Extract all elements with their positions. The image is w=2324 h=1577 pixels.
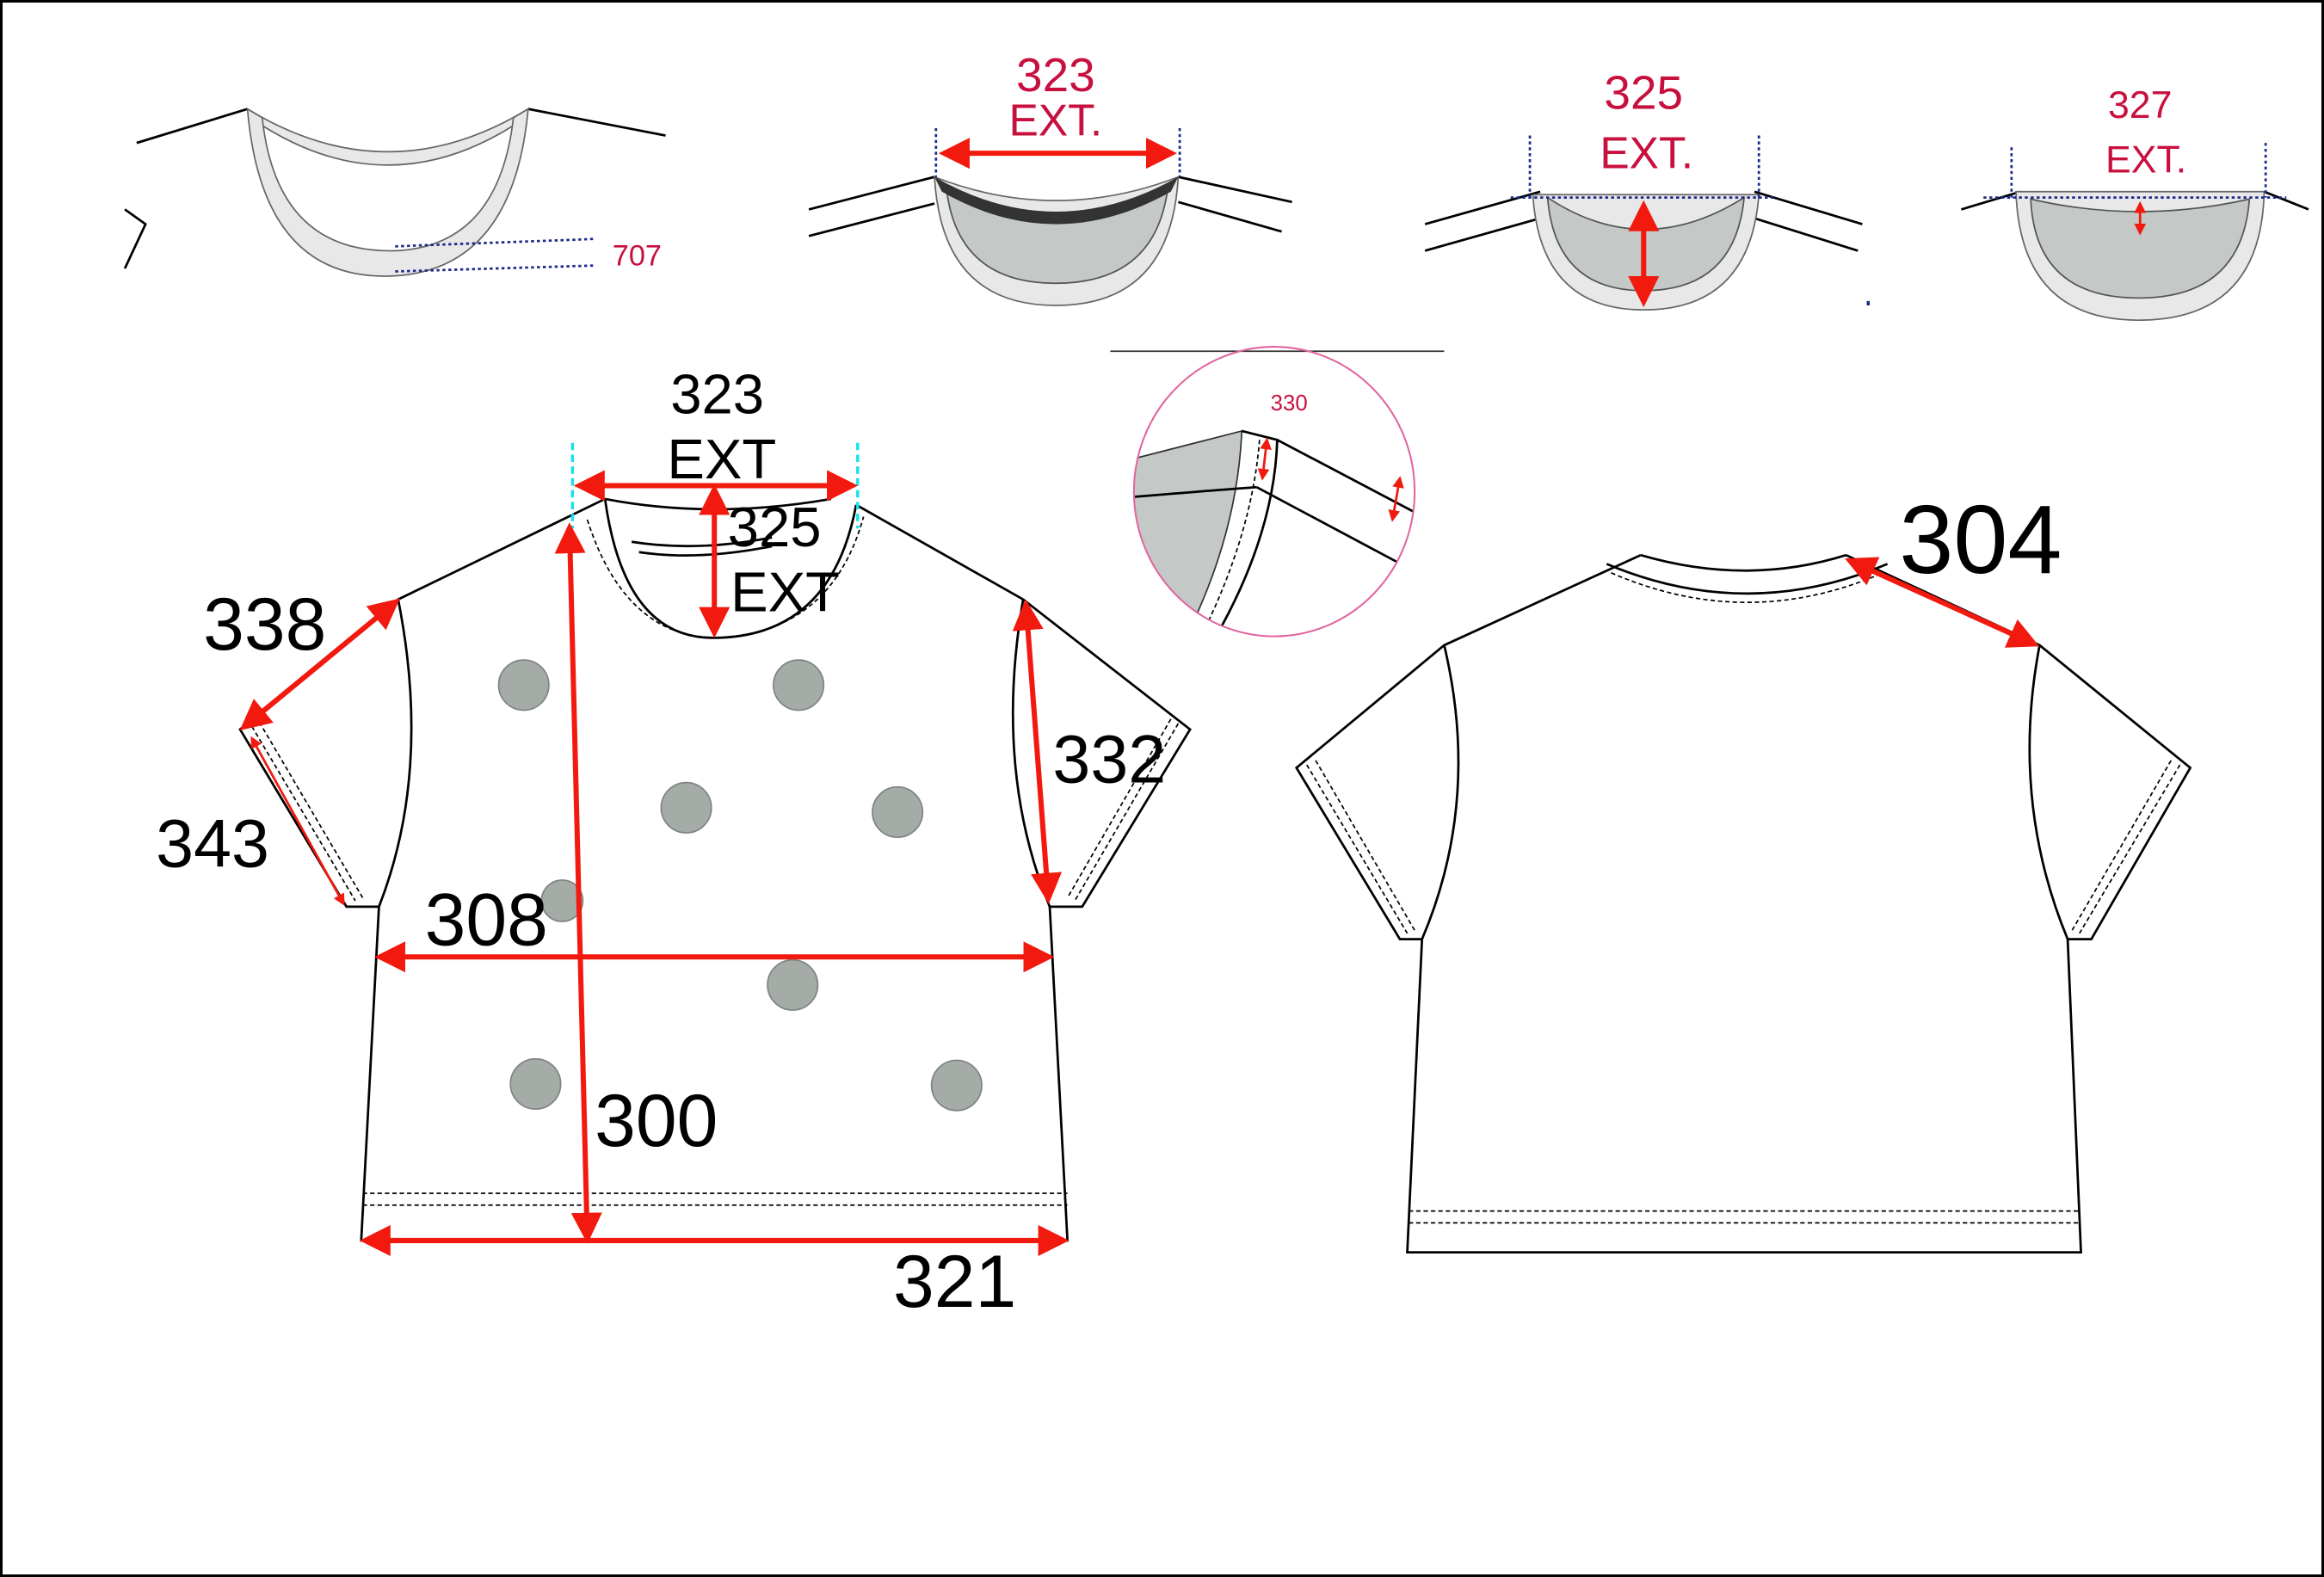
label-neck-width: 323 [670,362,764,425]
label-body-length: 300 [595,1080,718,1162]
label-across-shoulder: 304 [1899,485,2062,594]
neck-detail-neck-width: 323 EXT. [808,48,1292,306]
label-hem-width: 321 [893,1241,1016,1323]
label-707: 707 [613,240,662,273]
label-sleeve-opening: 343 [156,806,269,882]
label-327-top: 327 [2108,84,2172,126]
label-323-top: 323 [1016,48,1095,102]
neck-detail-rib-height: 707 [123,108,666,277]
label-325-top: 325 [1604,66,1683,120]
label-330: 330 [1271,391,1308,416]
label-325-ext: EXT. [1600,127,1693,177]
label-neck-width-ext: EXT [667,428,776,490]
label-chest-width: 308 [425,879,548,962]
diagram-svg: 707 323 EXT. 325 EXT. 327 EXT. [123,48,2309,1323]
label-327-ext: EXT. [2105,139,2186,181]
label-323-ext: EXT. [1008,95,1102,145]
front-view-tshirt: 323 EXT 325 EXT 338 343 308 300 332 321 [156,362,1192,1323]
shoulder-seam-detail: 330 [1110,346,1445,638]
label-shoulder: 338 [203,583,326,666]
label-front-neck-drop: 325 [728,496,822,558]
label-armhole: 332 [1052,722,1166,798]
neck-detail-front-drop: 325 EXT. [1424,66,1863,311]
flower-appliques [497,659,983,1112]
back-view-tshirt: 304 [1294,485,2192,1254]
neck-detail-back-drop: 327 EXT. [1866,84,2309,322]
label-front-neck-drop-ext: EXT [730,560,840,623]
